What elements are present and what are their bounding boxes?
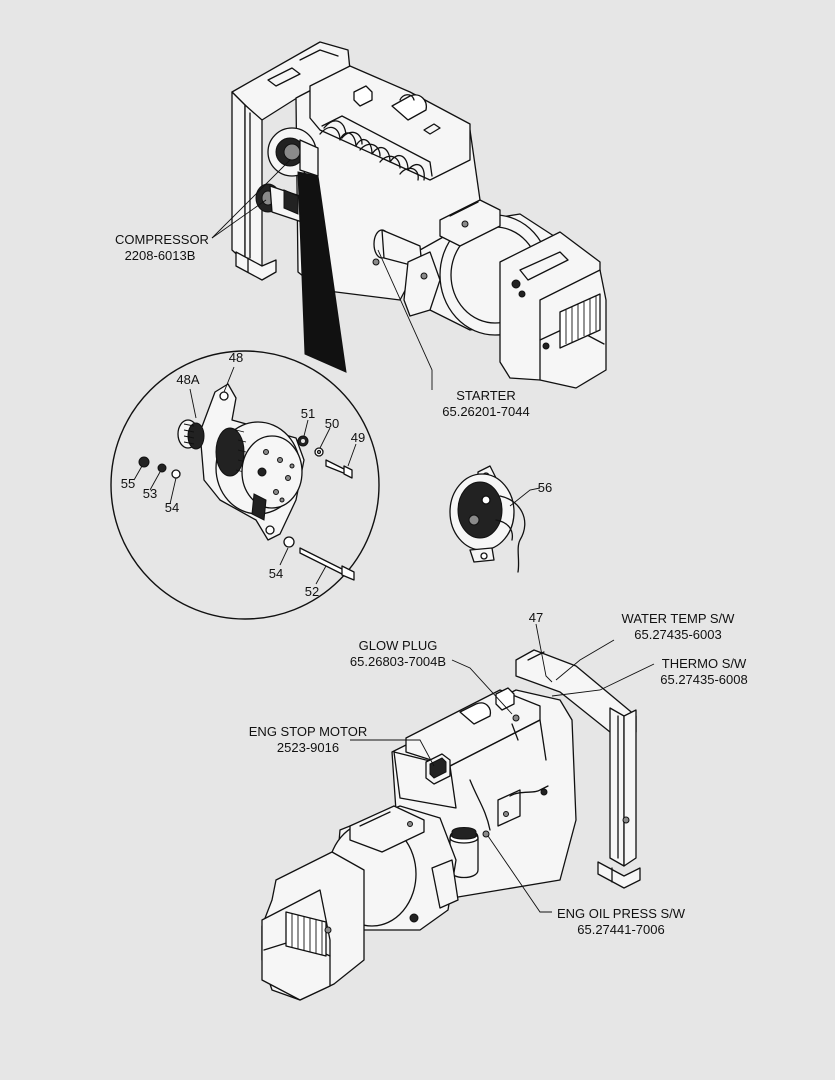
- label-eng-stop-pn: 2523-9016: [277, 740, 339, 755]
- label-oil-press-pn: 65.27441-7006: [577, 922, 664, 937]
- label-water-temp-name: WATER TEMP S/W: [622, 611, 736, 626]
- label-water-temp-pn: 65.27435-6003: [634, 627, 721, 642]
- label-thermo-name: THERMO S/W: [662, 656, 747, 671]
- callout-48a: 48A: [176, 372, 199, 387]
- lower-vent-grille: [285, 911, 327, 957]
- leader-lines: [133, 159, 655, 913]
- upper-compressor: [255, 183, 303, 223]
- callout-47: 47: [529, 610, 543, 625]
- callout-56: 56: [538, 480, 552, 495]
- alternator-detail-view: [110, 350, 380, 620]
- upper-engine-assembly: [231, 41, 607, 389]
- lower-engine-assembly: [261, 649, 641, 1001]
- label-compressor-name: COMPRESSOR: [115, 232, 209, 247]
- detail-expansion-cone: [297, 171, 347, 373]
- label-oil-press-name: ENG OIL PRESS S/W: [557, 906, 686, 921]
- label-glow-plug-name: GLOW PLUG: [359, 638, 438, 653]
- upper-radiator-frame: [231, 41, 351, 281]
- upper-alternator: [267, 127, 319, 177]
- callout-48: 48: [229, 350, 243, 365]
- upper-generator-housing: [419, 199, 607, 389]
- upper-starter-motor: [372, 229, 441, 317]
- label-eng-stop-name: ENG STOP MOTOR: [249, 724, 367, 739]
- label-compressor-pn: 2208-6013B: [125, 248, 196, 263]
- callout-50: 50: [325, 416, 339, 431]
- part-labels: COMPRESSOR 2208-6013B STARTER 65.26201-7…: [115, 232, 748, 937]
- callout-55: 55: [121, 476, 135, 491]
- callout-51: 51: [301, 406, 315, 421]
- callout-54-upper: 54: [165, 500, 179, 515]
- label-starter-name: STARTER: [456, 388, 515, 403]
- item-callouts: 48 48A 51 50 49 55 53 54 54 52 56 47: [121, 350, 552, 625]
- label-thermo-pn: 65.27435-6008: [660, 672, 747, 687]
- callout-49: 49: [351, 430, 365, 445]
- label-starter-pn: 65.26201-7044: [442, 404, 529, 419]
- label-glow-plug-pn: 65.26803-7004B: [350, 654, 446, 669]
- callout-53: 53: [143, 486, 157, 501]
- callout-54-lower: 54: [269, 566, 283, 581]
- lower-generator-housing: [261, 805, 459, 1001]
- alternator-item-56: [449, 465, 526, 573]
- lower-radiator-frame: [515, 649, 641, 889]
- upper-vent-grille: [559, 293, 601, 349]
- callout-52: 52: [305, 584, 319, 599]
